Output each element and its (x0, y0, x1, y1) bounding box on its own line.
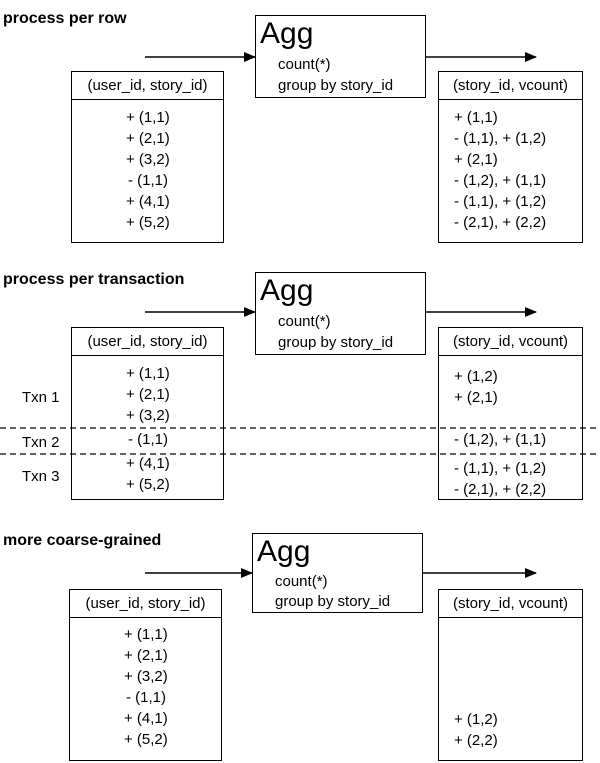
agg-function: count(*) (278, 56, 331, 73)
input-stream-box: (user_id, story_id) + (1,1) + (2,1) + (3… (71, 327, 224, 500)
agg-operator-box: Agg count(*) group by story_id (252, 533, 423, 613)
input-row: + (2,1) (126, 386, 170, 403)
agg-operator-box: Agg count(*) group by story_id (255, 272, 426, 355)
output-row: + (1,2) (454, 368, 498, 385)
agg-title: Agg (260, 274, 314, 307)
input-row: - (1,1) (128, 172, 169, 189)
output-row: + (2,1) (454, 151, 498, 168)
input-row: + (2,1) (126, 130, 170, 147)
output-stream-header: (story_id, vcount) (439, 72, 582, 100)
output-row: - (1,1), + (1,2) (454, 460, 547, 477)
input-row: + (5,2) (126, 476, 170, 493)
txn-label: Txn 3 (22, 468, 60, 485)
input-row: + (5,2) (124, 731, 168, 748)
output-stream-header: (story_id, vcount) (439, 328, 582, 356)
input-stream-box: (user_id, story_id) + (1,1) + (2,1) + (3… (69, 589, 222, 761)
input-row: + (1,1) (126, 365, 170, 382)
section-title: process per row (3, 10, 127, 27)
input-row: + (1,1) (124, 626, 168, 643)
output-row: - (1,2), + (1,1) (454, 172, 547, 189)
output-row: - (2,1), + (2,2) (454, 214, 547, 231)
input-row: + (4,1) (124, 710, 168, 727)
output-row: - (2,1), + (2,2) (454, 481, 547, 498)
output-stream-box: (story_id, vcount) + (1,2) + (2,1) - (1,… (438, 327, 583, 500)
output-stream-header: (story_id, vcount) (439, 590, 582, 618)
input-row: + (2,1) (124, 647, 168, 664)
input-stream-header: (user_id, story_id) (72, 328, 223, 356)
section-title: process per transaction (3, 271, 185, 288)
input-row: + (4,1) (126, 455, 170, 472)
agg-operator-box: Agg count(*) group by story_id (255, 15, 426, 98)
agg-title: Agg (260, 17, 314, 50)
input-row: + (3,2) (126, 407, 170, 424)
output-row: + (1,2) (454, 711, 498, 728)
agg-grouping: group by story_id (275, 593, 391, 610)
output-row: + (1,1) (454, 109, 498, 126)
output-stream-box: (story_id, vcount) + (1,1) - (1,1), + (1… (438, 71, 583, 243)
input-row: + (1,1) (126, 109, 170, 126)
output-stream-box: (story_id, vcount) + (1,2) + (2,2) (438, 589, 583, 761)
agg-function: count(*) (275, 573, 328, 590)
txn-label: Txn 2 (22, 434, 60, 451)
input-stream-box: (user_id, story_id) + (1,1) + (2,1) + (3… (71, 71, 224, 243)
input-row: - (1,1) (128, 431, 169, 448)
input-row: + (5,2) (126, 214, 170, 231)
input-row: + (4,1) (126, 193, 170, 210)
output-row: + (2,2) (454, 732, 498, 749)
output-row: + (2,1) (454, 389, 498, 406)
input-stream-header: (user_id, story_id) (70, 590, 221, 618)
agg-grouping: group by story_id (278, 77, 394, 94)
output-row: - (1,1), + (1,2) (454, 193, 547, 210)
output-row: - (1,1), + (1,2) (454, 130, 547, 147)
input-row: + (3,2) (126, 151, 170, 168)
input-row: - (1,1) (126, 689, 167, 706)
agg-grouping: group by story_id (278, 334, 394, 351)
output-row: - (1,2), + (1,1) (454, 431, 547, 448)
agg-title: Agg (257, 535, 311, 568)
input-row: + (3,2) (124, 668, 168, 685)
agg-function: count(*) (278, 313, 331, 330)
txn-label: Txn 1 (22, 389, 60, 406)
input-stream-header: (user_id, story_id) (72, 72, 223, 100)
section-title: more coarse-grained (3, 532, 162, 549)
